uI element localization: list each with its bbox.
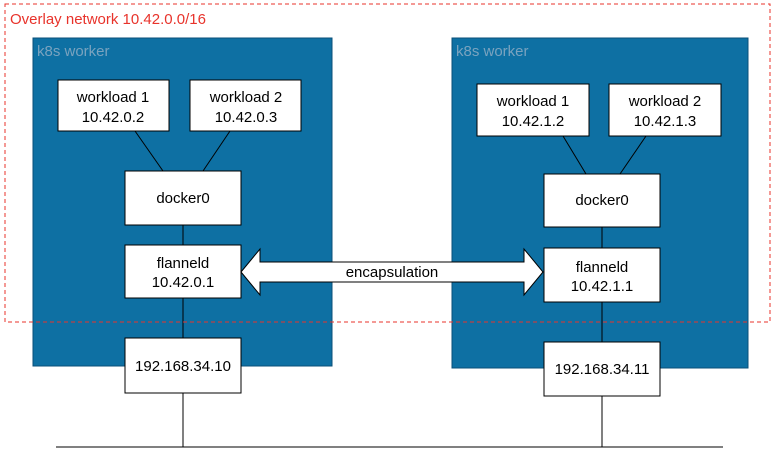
flanneld-ip-w1: 10.42.0.1 <box>152 274 215 291</box>
worker-2-title: k8s worker <box>456 43 529 60</box>
docker0-label-w2: docker0 <box>575 192 628 209</box>
host-ip-box-w1: 192.168.34.10 <box>124 337 242 394</box>
workload-2-ip-w2: 10.42.1.3 <box>634 113 697 130</box>
workload-2-box-w1: workload 2 10.42.0.3 <box>189 79 302 132</box>
worker-node-2: k8s worker workload 1 10.42.1.2 workload… <box>451 37 749 447</box>
workload-1-ip-w2: 10.42.1.2 <box>502 113 565 130</box>
workload-2-ip-w1: 10.42.0.3 <box>215 109 278 126</box>
link-workload1-docker0-w1 <box>134 130 164 172</box>
host-ip-label-w2: 192.168.34.11 <box>555 361 650 378</box>
docker0-label-w1: docker0 <box>156 190 209 207</box>
overlay-network-boundary <box>4 3 771 323</box>
workload-1-name-w2: workload 1 <box>496 93 570 110</box>
host-ip-box-w2: 192.168.34.11 <box>543 341 661 397</box>
worker-node-1: k8s worker workload 1 10.42.0.2 workload… <box>32 37 333 447</box>
workload-1-box-w2: workload 1 10.42.1.2 <box>476 83 590 137</box>
link-workload2-docker0-w2 <box>619 135 647 175</box>
workload-1-name-w1: workload 1 <box>76 89 150 106</box>
host-ip-label-w1: 192.168.34.10 <box>135 358 231 375</box>
encapsulation-arrow: encapsulation <box>240 247 544 297</box>
flanneld-box-w1: flanneld 10.42.0.1 <box>124 244 242 299</box>
link-workload1-docker0-w2 <box>562 135 587 175</box>
encapsulation-arrow-shape <box>240 247 544 297</box>
docker0-box-w1: docker0 <box>124 170 242 226</box>
flanneld-name-w2: flanneld <box>576 259 629 276</box>
workload-1-ip-w1: 10.42.0.2 <box>82 109 145 126</box>
workload-2-name-w1: workload 2 <box>209 89 283 106</box>
docker0-box-w2: docker0 <box>543 173 661 228</box>
flanneld-name-w1: flanneld <box>157 255 210 272</box>
encapsulation-label: encapsulation <box>346 264 439 281</box>
workload-2-box-w2: workload 2 10.42.1.3 <box>608 83 722 137</box>
overlay-network-label: Overlay network 10.42.0.0/16 <box>10 11 206 28</box>
overlay-network-region: Overlay network 10.42.0.0/16 <box>4 3 771 323</box>
flanneld-box-w2: flanneld 10.42.1.1 <box>543 247 661 303</box>
workload-2-name-w2: workload 2 <box>628 93 702 110</box>
link-workload2-docker0-w1 <box>202 130 231 172</box>
flanneld-ip-w2: 10.42.1.1 <box>571 278 634 295</box>
worker-1-title: k8s worker <box>37 43 110 60</box>
workload-1-box-w1: workload 1 10.42.0.2 <box>57 79 170 132</box>
